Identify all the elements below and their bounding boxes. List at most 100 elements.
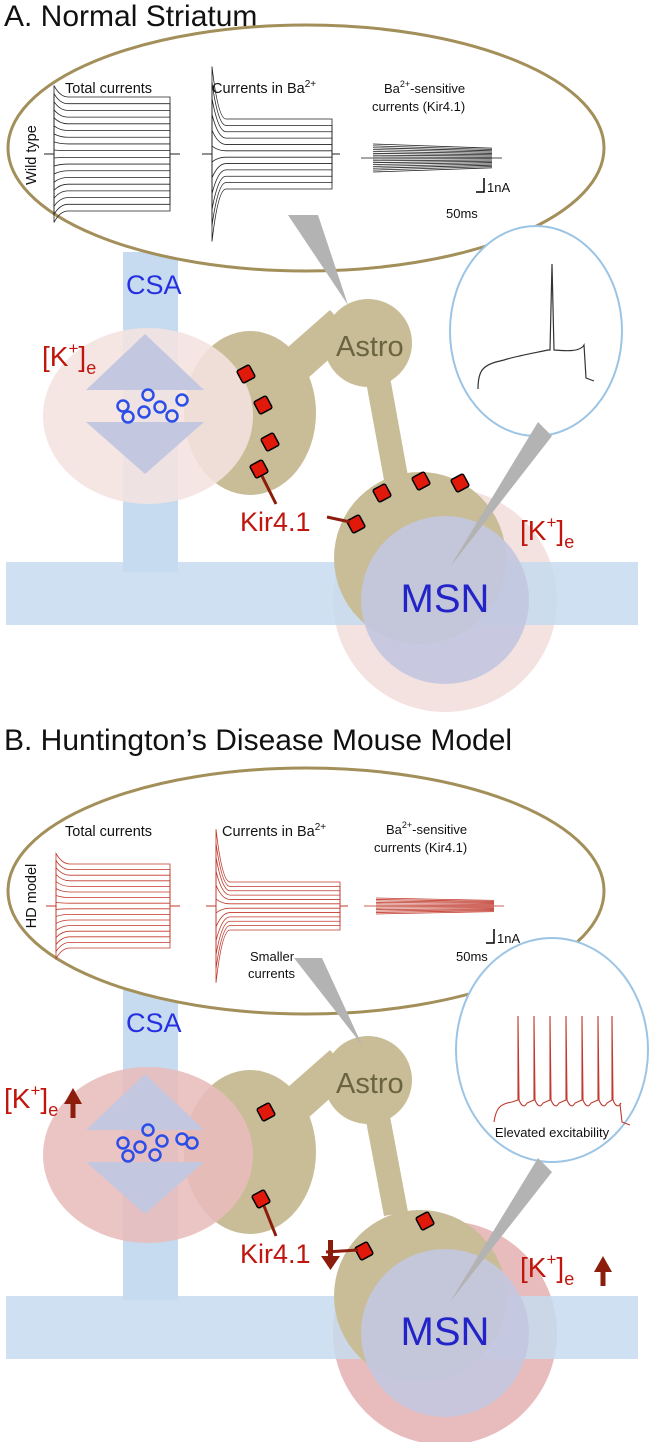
current-trace-line: [206, 884, 348, 907]
current-trace-line: [375, 907, 495, 909]
kir41-channel: [256, 1102, 276, 1122]
astro-soma: [324, 1036, 412, 1124]
k-close: ]: [40, 1083, 48, 1114]
k-ion: [121, 410, 135, 424]
kir41-label: Kir4.1: [240, 1239, 311, 1269]
k-ion: [116, 1136, 130, 1150]
panel-b-title: B. Huntington’s Disease Mouse Model: [4, 724, 512, 757]
kir41-channels: [251, 1102, 435, 1261]
current-trace-line: [372, 163, 493, 167]
kir41-label: Kir4.1: [240, 507, 311, 537]
vessel-lumen-top: [86, 1074, 204, 1130]
inset-pointer: [294, 958, 362, 1045]
row-label: Wild type: [24, 125, 40, 185]
current-trace-line: [46, 866, 180, 907]
current-trace-line: [206, 905, 348, 983]
ba-sup: 2+: [305, 79, 317, 90]
current-trace-line: [372, 145, 493, 150]
current-trace-line: [46, 873, 180, 907]
scale-time: 50ms: [446, 206, 478, 221]
current-trace-line: [206, 898, 348, 907]
k-ion: [141, 388, 155, 402]
current-trace-line: [44, 100, 180, 155]
k-open: [K: [4, 1083, 31, 1114]
k-ion: [185, 1136, 199, 1150]
k-close: ]: [556, 515, 564, 546]
voltage-inset: [449, 225, 623, 437]
current-trace-line: [372, 147, 493, 152]
trace-label-total: Total currents: [65, 824, 152, 840]
row-label: HD model: [24, 864, 40, 928]
astro-label: Astro: [336, 331, 404, 363]
kir41-channel: [236, 364, 256, 384]
current-trace-line: [372, 160, 493, 164]
current-trace-line: [44, 149, 180, 155]
k-open: [K: [520, 1252, 547, 1283]
sens-suffix: -sensitive: [412, 822, 467, 837]
msn-label: MSN: [401, 1310, 490, 1354]
msn-soma: [361, 1249, 529, 1417]
current-trace-line: [202, 129, 340, 155]
sens-sup: 2+: [400, 79, 410, 89]
panel-a: A. Normal Striatum CSA Astro: [4, 0, 638, 712]
down-arrow-head: [321, 1256, 340, 1270]
msn-k-concentration-label: [K+]e: [520, 1250, 574, 1289]
k-sub: e: [564, 1269, 574, 1289]
k-ion: [141, 1123, 155, 1137]
kir-pointer-line: [260, 475, 278, 505]
astro-process-lower: [362, 1095, 408, 1216]
current-trace-line: [46, 905, 180, 961]
pipette-pointer: [450, 422, 552, 567]
current-trace-line: [202, 153, 340, 242]
current-trace-line: [44, 108, 180, 155]
recording-inset-oval: [6, 23, 606, 273]
vessel-lumen-bottom: [86, 422, 204, 474]
trace-label-sensitive: Ba2+-sensitive: [386, 820, 467, 837]
current-trace-line: [372, 149, 493, 153]
current-trace-line: [375, 900, 495, 903]
voltage-trace: [493, 1015, 631, 1126]
panel-a-title: A. Normal Striatum: [4, 0, 257, 33]
scale-current: 1nA: [487, 180, 510, 195]
current-trace-line: [206, 843, 348, 907]
current-trace-line: [206, 857, 348, 907]
trace-label-sensitive: Ba2+-sensitive: [384, 79, 465, 96]
current-trace-line: [44, 141, 180, 155]
trace-label-sensitive-line2: currents (Kir4.1): [374, 840, 467, 855]
k-open: [K: [42, 341, 69, 372]
smaller-currents-line1: Smaller: [250, 949, 295, 964]
elevated-excitability-label: Elevated excitability: [495, 1125, 610, 1140]
up-arrow-icon: [594, 1256, 612, 1286]
trace-label-ba: Currents in Ba2+: [222, 822, 326, 840]
current-trace-line: [46, 880, 180, 907]
csa-k-concentration-label: [K+]e: [4, 1081, 58, 1120]
csa-label: CSA: [126, 270, 182, 300]
k-ion: [148, 1148, 162, 1162]
pipette-pointer: [450, 1158, 552, 1302]
scale-bar: [486, 929, 495, 944]
current-trace-line: [375, 908, 495, 911]
kir41-channel: [249, 459, 269, 479]
current-trace-line: [206, 829, 348, 907]
k-ion: [137, 405, 151, 419]
current-trace-line: [372, 143, 493, 149]
current-trace-line: [44, 85, 180, 155]
current-trace-line: [202, 66, 340, 155]
msn-label: MSN: [401, 577, 490, 621]
current-trace-line: [375, 909, 495, 912]
current-trace-line: [44, 125, 180, 155]
current-trace-line: [44, 133, 180, 155]
current-trace-line: [46, 894, 180, 907]
csa-k-concentration-label: [K+]e: [42, 339, 96, 378]
scale-current: 1nA: [497, 931, 520, 946]
sens-prefix: Ba: [384, 81, 401, 96]
current-trace-line: [46, 902, 180, 907]
k-sup: +: [68, 339, 78, 358]
current-traces: [44, 66, 502, 242]
current-trace-line: [202, 98, 340, 155]
msn-dendrite: [6, 562, 638, 625]
current-trace-line: [372, 167, 493, 173]
down-arrow-shaft: [328, 1240, 333, 1258]
kir41-channel: [253, 395, 273, 415]
scale-time: 50ms: [456, 949, 488, 964]
